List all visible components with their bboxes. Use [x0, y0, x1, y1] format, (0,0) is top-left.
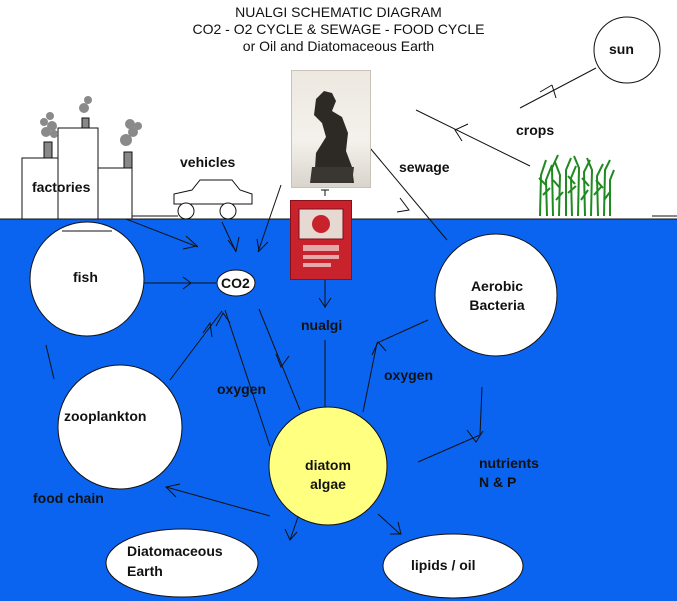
sun-circle: [593, 16, 661, 84]
diatom-food-chain-line: [165, 486, 271, 517]
aerobic-label-line1: Aerobic: [470, 278, 524, 294]
statue-co2-arrowhead: [256, 238, 269, 253]
nualgi-packet-photo: [290, 200, 352, 280]
nutrients-label-line1: nutrients: [479, 455, 539, 471]
sewage-to-bacteria-line: [369, 147, 448, 241]
crops-sewage-arrowhead: [454, 123, 469, 142]
co2-to-diatom-line: [258, 308, 301, 411]
food-chain-arrowhead: [164, 483, 181, 498]
zooplankton-node: [57, 364, 183, 490]
diatom-to-lipids-line: [377, 513, 401, 535]
diatom-algae-node: [268, 406, 388, 526]
nutrients-label-line2: N & P: [479, 474, 517, 490]
vehicle-icon: [173, 179, 253, 220]
diatom-to-co2-oxygen-line: [224, 309, 271, 447]
aerobic-bacteria-node: [434, 233, 558, 357]
factories-icon: [21, 96, 142, 220]
co2-label: CO2: [221, 275, 250, 291]
crops-label: crops: [516, 122, 555, 138]
fish-co2-arrowhead: [182, 276, 192, 290]
oxygen-left-label: oxygen: [217, 381, 267, 397]
diatom-label-line2: algae: [310, 476, 346, 492]
zooplankton-co2-arrowhead: [202, 321, 213, 338]
lipids-oil-node: [382, 533, 524, 599]
diatom-label-line1: diatom: [305, 457, 351, 473]
sun-crops-arrowhead: [551, 84, 557, 99]
sewage-bacteria-arrowhead: [396, 197, 410, 213]
fish-node: [29, 221, 145, 337]
nualgi-label: nualgi: [301, 317, 343, 333]
diatom-bacteria-arrowhead: [371, 341, 387, 356]
diatom-lipids-arrowhead: [390, 521, 402, 535]
oxygen-right-label: oxygen: [384, 367, 434, 383]
fish-label: fish: [73, 269, 98, 285]
vehicles-label: vehicles: [180, 154, 236, 170]
nutrients-arrowhead: [466, 429, 484, 443]
title-line-3: or Oil and Diatomaceous Earth: [242, 38, 435, 54]
sun-crops-arrowhead-2: [539, 84, 553, 93]
title-line-2: CO2 - O2 CYCLE & SEWAGE - FOOD CYCLE: [192, 21, 485, 37]
lipids-oil-label: lipids / oil: [411, 557, 476, 573]
co2-diatom-arrowhead: [275, 353, 290, 369]
co2-node: [216, 269, 256, 297]
crops-to-sewage-line: [415, 109, 531, 167]
zooplankton-to-fish-line: [45, 344, 55, 380]
zooplankton-label: zooplankton: [64, 408, 147, 424]
diatom-earth-arrowhead: [284, 528, 298, 541]
thinker-statue-photo: [291, 70, 371, 188]
diatomaceous-label-line2: Earth: [127, 563, 163, 579]
packet-nualgi-arrowhead: [318, 297, 332, 308]
diatomaceous-earth-node: [105, 528, 259, 598]
title-line-1: NUALGI SCHEMATIC DIAGRAM: [235, 4, 442, 20]
zooplankton-to-co2-line: [169, 310, 223, 381]
crops-icon: [538, 154, 615, 217]
food-chain-label: food chain: [33, 490, 104, 506]
diatom-to-earth-line: [289, 516, 299, 541]
factories-co2-arrowhead: [182, 235, 199, 250]
sewage-label: sewage: [399, 159, 450, 175]
diatomaceous-label-line1: Diatomaceous: [127, 543, 223, 559]
aerobic-label-line2: Bacteria: [469, 297, 525, 313]
statue-to-co2-line: [257, 184, 282, 253]
sun-to-crops-arrow: [519, 67, 597, 109]
vehicle-co2-arrowhead: [227, 236, 240, 253]
factories-label: factories: [32, 179, 91, 195]
diatom-co2-arrowhead: [215, 312, 231, 327]
factories-to-co2-line: [125, 218, 199, 248]
sun-label: sun: [609, 41, 634, 57]
